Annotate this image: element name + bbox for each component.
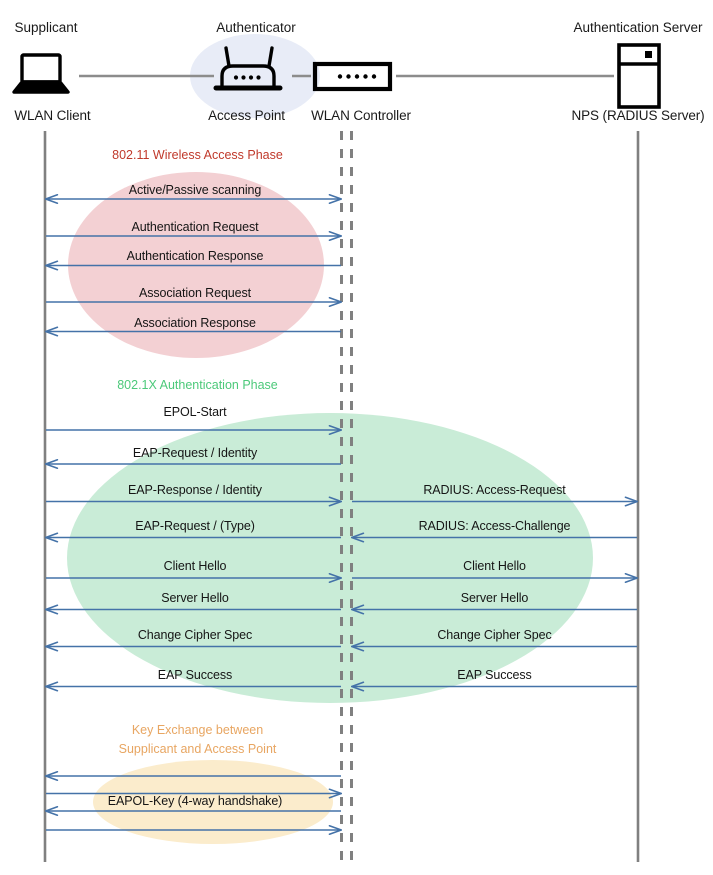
server-rack-icon — [617, 43, 661, 109]
laptop-icon — [12, 53, 70, 94]
phase-802-1x-ellipse — [67, 413, 593, 703]
phase-label-key-exchange-line2: Supplicant and Access Point — [118, 742, 277, 756]
msg-label-epol-start: EPOL-Start — [163, 405, 227, 419]
msg-label-radius-access-request: RADIUS: Access-Request — [423, 483, 566, 497]
msg-label-eapol-key-handshake: EAPOL-Key (4-way handshake) — [107, 794, 283, 808]
phase-802-1x-right-arrows — [352, 502, 637, 687]
actor-device-wlan-client: WLAN Client — [14, 108, 91, 123]
phase-label-802-11: 802.11 Wireless Access Phase — [112, 148, 283, 162]
msg-label-eap-success-left: EAP Success — [157, 668, 233, 682]
msg-label-server-hello-left: Server Hello — [161, 591, 229, 605]
phase-802-1x-left-arrows — [46, 430, 341, 687]
msg-label-eap-response-identity: EAP-Response / Identity — [128, 483, 262, 497]
msg-label-eap-request-type: EAP-Request / (Type) — [135, 519, 255, 533]
msg-label-eap-request-identity: EAP-Request / Identity — [132, 446, 258, 460]
actor-device-access-point: Access Point — [208, 108, 285, 123]
msg-label-association-response: Association Response — [134, 316, 256, 330]
phase-label-802-1x: 802.1X Authentication Phase — [117, 378, 278, 392]
actor-device-nps-radius-server: NPS (RADIUS Server) — [571, 108, 705, 123]
msg-label-active-passive-scanning: Active/Passive scanning — [128, 183, 262, 197]
phase-label-key-exchange-line1: Key Exchange between — [131, 723, 264, 737]
msg-label-authentication-response: Authentication Response — [126, 249, 264, 263]
actor-role-authenticator: Authenticator — [216, 20, 296, 35]
actor-role-supplicant: Supplicant — [14, 20, 78, 35]
msg-label-server-hello-right: Server Hello — [460, 591, 529, 605]
msg-label-change-cipher-spec-right: Change Cipher Spec — [437, 628, 552, 642]
authenticator-highlight — [190, 34, 320, 118]
msg-label-client-hello-right: Client Hello — [463, 559, 526, 573]
phase-key-exchange-ellipse — [93, 760, 333, 844]
phase-label-key-exchange: Key Exchange between Supplicant and Acce… — [50, 721, 345, 759]
actor-device-wlan-controller: WLAN Controller — [311, 108, 411, 123]
wireless-router-icon — [213, 46, 283, 91]
network-switch-icon — [312, 61, 393, 92]
msg-label-client-hello-left: Client Hello — [163, 559, 227, 573]
msg-label-eap-success-right: EAP Success — [457, 668, 532, 682]
msg-label-change-cipher-spec-left: Change Cipher Spec — [137, 628, 253, 642]
msg-label-radius-access-challenge: RADIUS: Access-Challenge — [418, 519, 571, 533]
msg-label-association-request: Association Request — [138, 286, 252, 300]
phase-key-exchange-arrows — [46, 776, 341, 830]
phase-802-11-arrows — [46, 199, 341, 332]
actor-role-authentication-server: Authentication Server — [573, 20, 703, 35]
msg-label-authentication-request: Authentication Request — [131, 220, 259, 234]
